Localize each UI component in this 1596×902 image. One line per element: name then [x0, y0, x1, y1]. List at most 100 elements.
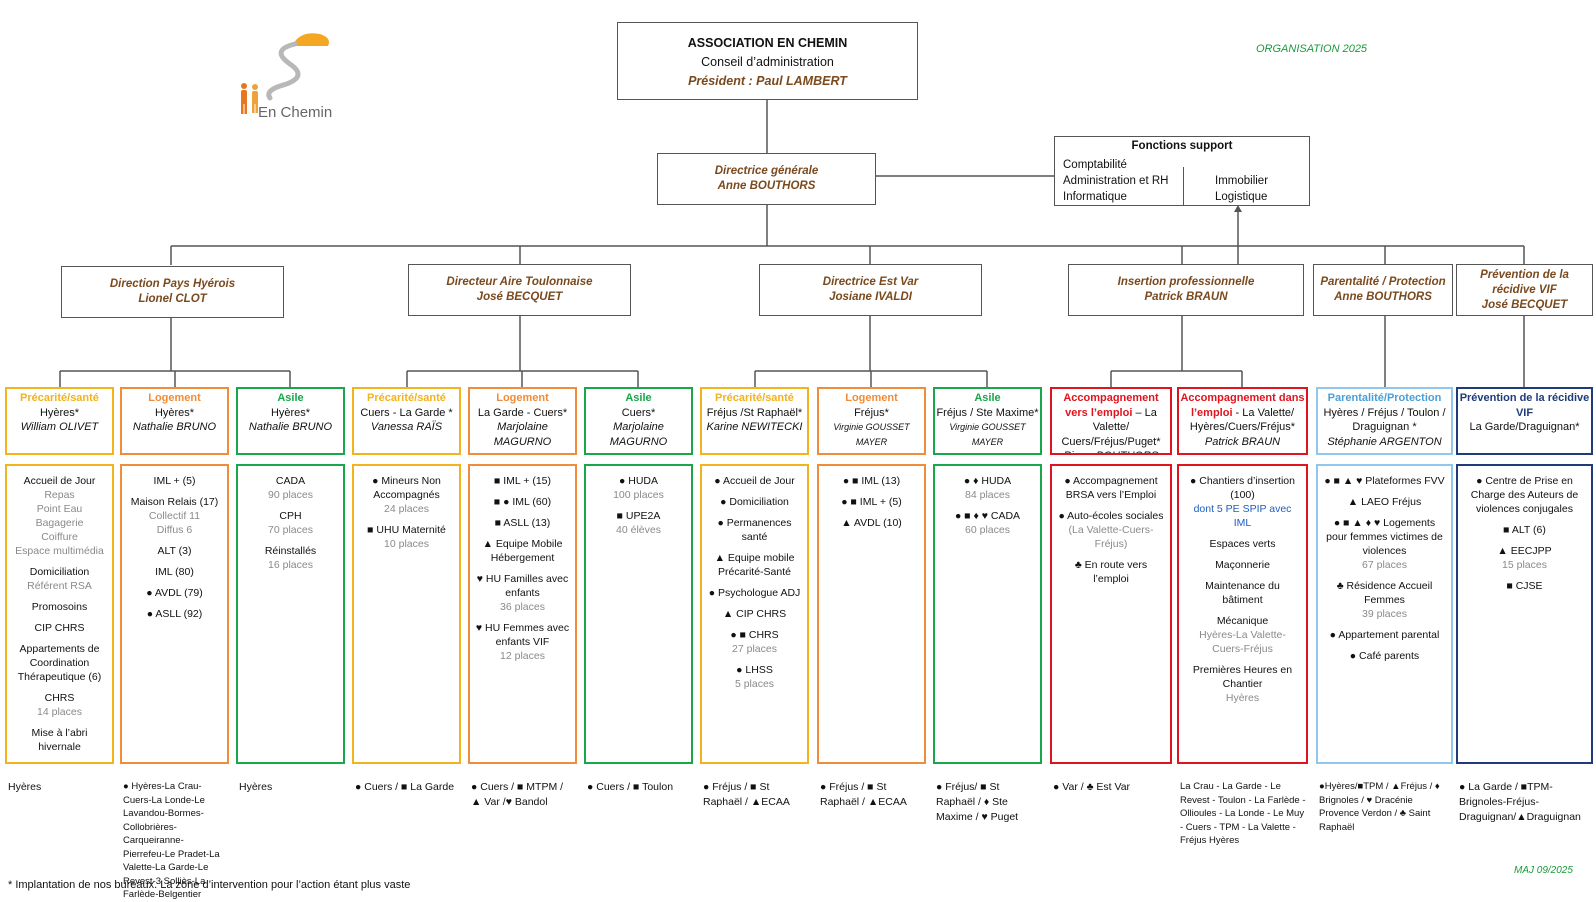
service-item-text: ● ■ ♦ ♥ CADA	[954, 510, 1021, 522]
service-item-text: CHRS	[44, 692, 75, 704]
service-item-detail: 67 places	[1362, 559, 1407, 571]
service-locations-footer: Hyères	[8, 781, 42, 793]
service-location: Fréjus*	[854, 406, 889, 419]
service-item-text: ● Centre de Prise en Charge des Auteurs …	[1470, 475, 1579, 515]
service-item-text: ● Psychologue ADJ	[708, 587, 801, 599]
service-item-detail: Hyères-La Valette-Cuers-Fréjus	[1199, 629, 1286, 655]
service-item-text: ● ■ CHRS	[730, 629, 779, 641]
service-location: Hyères*	[270, 406, 311, 419]
direction-title: Parentalité / Protection	[1320, 276, 1446, 288]
service-item-detail: 27 places	[732, 643, 777, 655]
service-locations-footer: ● Cuers / ■ MTPM / ▲ Var /♥ Bandol	[471, 781, 564, 808]
direction-title: Directeur Aire Toulonnaise	[446, 276, 593, 288]
service-locations-footer: ● Var / ♣ Est Var	[1053, 781, 1131, 793]
service-label: Parentalité/Protection	[1327, 392, 1442, 404]
support-item: Logistique	[1215, 191, 1268, 203]
service-item-detail: Point Eau	[36, 503, 83, 515]
service-item: ● Café parents	[1323, 649, 1446, 663]
service-label: Asile	[277, 392, 304, 404]
insertion-professionnelle-box: Insertion professionnelle Patrick BRAUN	[1068, 264, 1304, 316]
service-item-text: ■ UHU Maternité	[367, 524, 446, 536]
service-item: ALT (3)	[127, 544, 222, 558]
service-item-text: ● LHSS	[736, 664, 773, 676]
service-item-text: ● Auto-écoles sociales	[1058, 510, 1164, 522]
service-locations-footer: ●Hyères/■TPM / ▲Fréjus / ♦ Brignoles / ♥…	[1319, 781, 1440, 833]
service-item: ● Auto-écoles sociales(La Valette-Cuers-…	[1057, 509, 1165, 551]
service-item-detail: 90 places	[268, 489, 313, 501]
service-item-text: ▲ AVDL (10)	[841, 517, 902, 529]
service-item-text: ● ♦ HUDA	[963, 475, 1012, 487]
service-header-box: Accompagnement dans l’emploi - La Valett…	[1177, 387, 1308, 455]
service-item-text: ▲ CIP CHRS	[722, 608, 787, 620]
service-location: Hyères*	[154, 406, 195, 419]
service-item: ● ■ IML (13)	[824, 474, 919, 488]
association-box: ASSOCIATION EN CHEMIN Conseil d’administ…	[617, 22, 918, 100]
service-location: Fréjus / Ste Maxime*	[936, 406, 1039, 419]
service-label: Accompagnement dans l’emploi	[1180, 392, 1305, 419]
service-label: Logement	[845, 392, 898, 404]
service-item-detail: Coiffure	[41, 531, 78, 543]
service-body-box: ● Accueil de Jour● Domiciliation● Perman…	[700, 464, 809, 764]
service-item-detail: 60 places	[965, 524, 1010, 536]
service-item-text: ■ ALT (6)	[1503, 524, 1546, 536]
service-item: ■ CJSE	[1463, 579, 1586, 593]
service-item-text: Maintenance du bâtiment	[1205, 580, 1280, 606]
service-item-text: Réinstallés	[264, 545, 317, 557]
service-person: Vanessa RAÏS	[370, 421, 443, 433]
service-item-text: Premières Heures en Chantier	[1192, 664, 1293, 690]
service-item: CIP CHRS	[12, 621, 107, 635]
service-item-text: Accueil de Jour	[23, 475, 96, 487]
service-item-detail: 100 places	[613, 489, 664, 501]
support-item: Informatique	[1063, 191, 1127, 203]
service-body-box: ● ■ ▲ ♥ Plateformes FVV ▲ LAEO Fréjus ● ■ …	[1316, 464, 1453, 764]
service-item: ▲ Equipe mobile Précarité-Santé	[707, 551, 802, 579]
service-item: ● LHSS 5 places	[707, 663, 802, 691]
service-item-text: ▲ LAEO Fréjus	[1347, 496, 1422, 508]
service-item-detail: 16 places	[268, 559, 313, 571]
service-item-text: ■ ASLL (13)	[494, 517, 551, 529]
service-item-text: IML + (5)	[153, 475, 196, 487]
service-item: ♣ En route vers l’emploi	[1057, 558, 1165, 586]
service-item: Mise à l’abri hivernale	[12, 726, 107, 754]
logo-graphic-icon	[241, 33, 329, 114]
logo-text: En Chemin	[258, 104, 333, 121]
service-locations-footer: ● Fréjus / ■ St Raphaël / ▲ECAA	[820, 781, 907, 808]
service-item-text: ● ■ ▲ ♦ ♥ Logements pour femmes victimes…	[1326, 517, 1443, 557]
service-item-text: ● ■ ▲ ♥ Plateformes FVV	[1324, 475, 1445, 487]
service-item: ● ■ ♦ ♥ CADA 60 places	[940, 509, 1035, 537]
service-label: Asile	[974, 392, 1001, 404]
service-item-detail: Espace multimédia	[15, 545, 104, 557]
service-item: IML (80)	[127, 565, 222, 579]
service-item: ■ IML + (15)	[475, 474, 570, 488]
service-label: Asile	[625, 392, 652, 404]
direction-name: José BECQUET	[476, 291, 563, 303]
service-item: ● Chantiers d’insertion (100)dont 5 PE S…	[1184, 474, 1301, 530]
service-location: Hyères*	[39, 406, 80, 419]
service-item: ▲ AVDL (10)	[824, 516, 919, 530]
service-person: Marjolaine MAGURNO	[609, 421, 668, 448]
service-locations-footer: ● Fréjus/ ■ St Raphaël / ♦ Ste Maxime / …	[936, 781, 1019, 823]
service-item-text: ● Accompagnement BRSA vers l’Emploi	[1064, 475, 1158, 501]
service-item: ■ ALT (6)	[1463, 523, 1586, 537]
service-body-box: ● Accompagnement BRSA vers l’Emploi ● Aut…	[1050, 464, 1172, 764]
service-item-text: ▲ Equipe Mobile Hébergement	[482, 538, 563, 564]
service-item-text: ♣ Résidence Accueil Femmes	[1336, 580, 1433, 606]
service-item-detail: 40 élèves	[616, 524, 661, 536]
association-subtitle: Conseil d’administration	[701, 54, 834, 69]
direction-title: Insertion professionnelle	[1117, 276, 1255, 288]
direction-est-var-box: Directrice Est Var Josiane IVALDI	[759, 264, 982, 316]
service-person: Pierre BOUTHORS	[1064, 450, 1159, 453]
direction-title: Prévention de la récidive VIF	[1480, 268, 1569, 296]
service-item-detail: 5 places	[734, 678, 775, 690]
support-item: Immobilier	[1215, 175, 1269, 187]
